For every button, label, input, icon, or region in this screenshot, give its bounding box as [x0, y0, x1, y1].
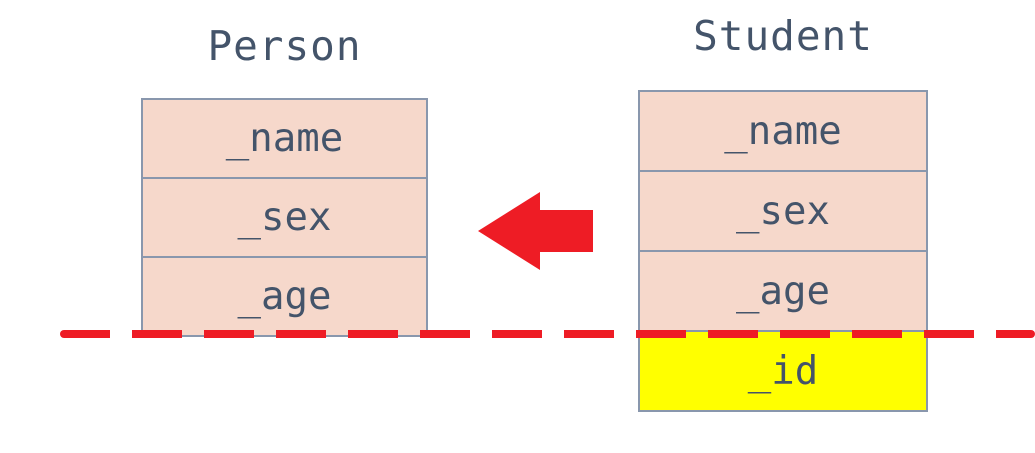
person-class-box: _name _sex _age: [141, 98, 428, 337]
person-field-sex: _sex: [143, 179, 426, 258]
student-field-id-highlighted: _id: [640, 332, 926, 410]
student-field-age: _age: [640, 252, 926, 332]
person-field-age: _age: [143, 258, 426, 335]
left-arrow-shape: [478, 192, 593, 270]
student-field-name: _name: [640, 92, 926, 172]
student-class-box: _name _sex _age _id: [638, 90, 928, 412]
left-arrow-icon: [475, 189, 596, 273]
student-field-sex: _sex: [640, 172, 926, 252]
slicing-dashed-line: [60, 330, 1035, 338]
person-field-name: _name: [143, 100, 426, 179]
student-class-title: Student: [693, 12, 873, 60]
person-class-title: Person: [207, 22, 362, 70]
